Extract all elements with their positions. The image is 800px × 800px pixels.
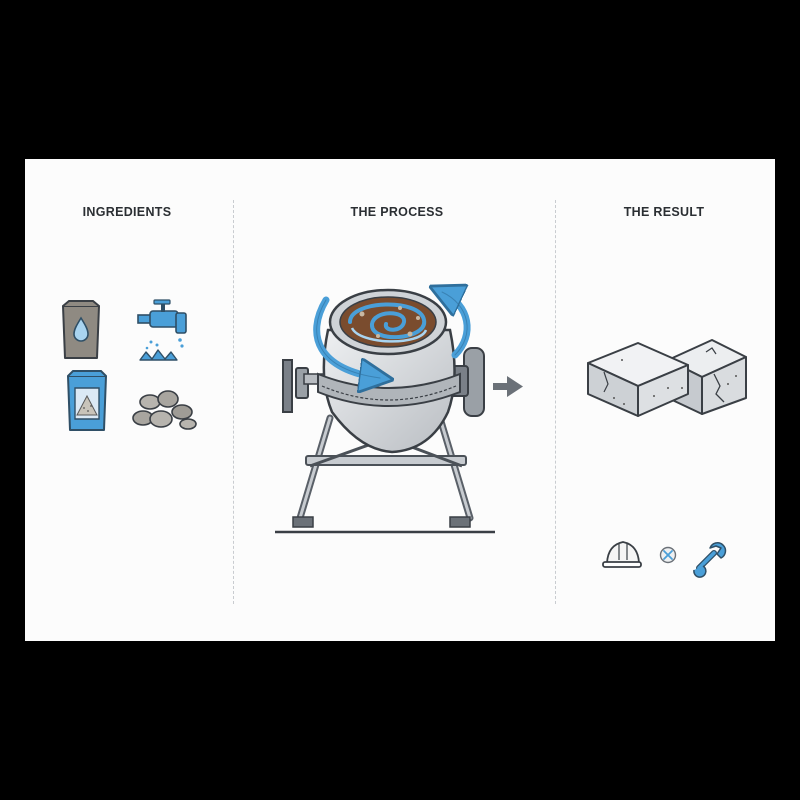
divider-left [233,200,234,604]
process-heading: THE PROCESS [350,205,444,219]
divider-right [555,200,556,604]
sand-bag-icon [67,370,107,431]
concrete-blocks-icon [587,339,747,417]
hard-hat-icon [602,541,642,568]
next-arrow-icon [493,376,523,397]
rotation-arrow-icon [313,292,471,378]
water-tap-icon [137,299,187,361]
gravel-icon [132,390,197,430]
cement-bag-icon [62,300,100,359]
wrench-icon [693,542,727,578]
tool-badge-icon [659,546,677,564]
result-heading: THE RESULT [623,205,705,219]
concrete-mixer-icon [275,288,495,534]
ingredients-heading: INGREDIENTS [82,205,172,219]
